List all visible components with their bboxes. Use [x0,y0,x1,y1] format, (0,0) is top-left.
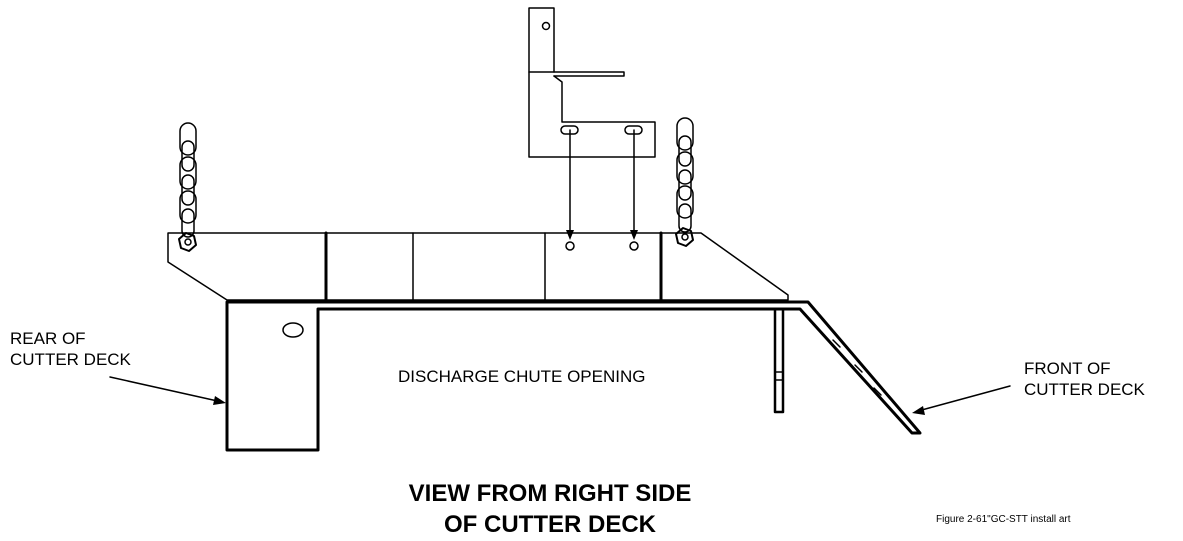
arrowhead-front [912,406,925,415]
chain-right [675,117,694,247]
front-of-cutter-deck-label: FRONT OF CUTTER DECK [1024,358,1145,400]
view-title: VIEW FROM RIGHT SIDE OF CUTTER DECK [360,478,740,540]
deck-upper-housing [167,231,789,302]
deck-front-slope-detail [832,339,882,396]
rear-oval-hole [282,322,304,338]
figure-caption: Figure 2-61"GC-STT install art [936,514,1071,525]
chain-left [178,122,197,252]
rear-label-line2: CUTTER DECK [10,350,131,369]
mounting-bracket [528,7,656,158]
cutter-deck-profile [225,300,922,452]
front-label-line2: CUTTER DECK [1024,380,1145,399]
view-title-line1: VIEW FROM RIGHT SIDE [408,480,692,507]
view-title-line2: OF CUTTER DECK [444,511,656,538]
arrowhead-rear [213,396,226,405]
arrowhead-slot-left [566,230,574,240]
discharge-chute-label: DISCHARGE CHUTE OPENING [398,367,646,386]
front-leader-line [917,385,1011,412]
rear-of-cutter-deck-label: REAR OF CUTTER DECK [10,328,131,370]
rear-leader-line [109,376,223,403]
front-label-line1: FRONT OF [1024,359,1111,378]
rear-label-line1: REAR OF [10,329,86,348]
alignment-arrows [569,129,635,233]
front-skirt [773,308,785,414]
arrowhead-slot-right [630,230,638,240]
